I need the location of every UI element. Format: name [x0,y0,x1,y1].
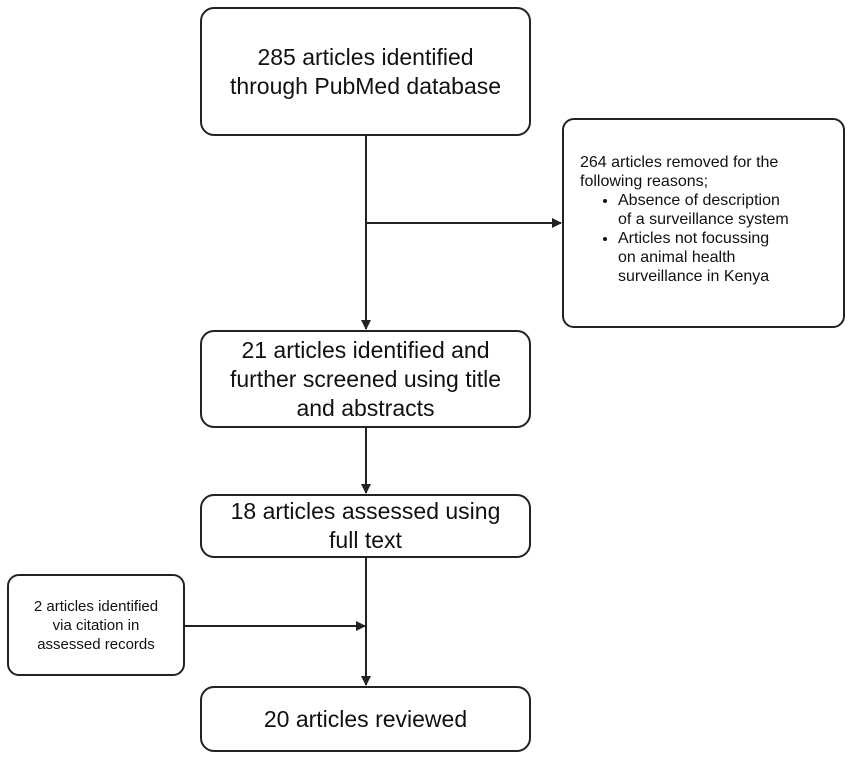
removed-reasons-list: Absence of description of a surveillance… [580,191,831,286]
citation-text: 2 articles identified via citation in as… [33,597,159,653]
reviewed-text: 20 articles reviewed [263,705,468,732]
identified-box: 285 articles identified through PubMed d… [200,7,531,136]
screened-box: 21 articles identified and further scree… [200,330,531,428]
screened-text: 21 articles identified and further scree… [229,336,502,421]
removed-reason-item: Absence of description of a surveillance… [618,191,831,229]
citation-box: 2 articles identified via citation in as… [7,574,185,676]
assessed-box: 18 articles assessed using full text [200,494,531,558]
reviewed-box: 20 articles reviewed [200,686,531,752]
removed-reason-item: Articles not focussing on animal health … [618,229,831,286]
removed-intro-text: 264 articles removed for the following r… [580,154,779,190]
assessed-text: 18 articles assessed using full text [230,498,501,553]
removed-box: 264 articles removed for the following r… [562,118,845,328]
identified-text: 285 articles identified through PubMed d… [229,43,502,99]
